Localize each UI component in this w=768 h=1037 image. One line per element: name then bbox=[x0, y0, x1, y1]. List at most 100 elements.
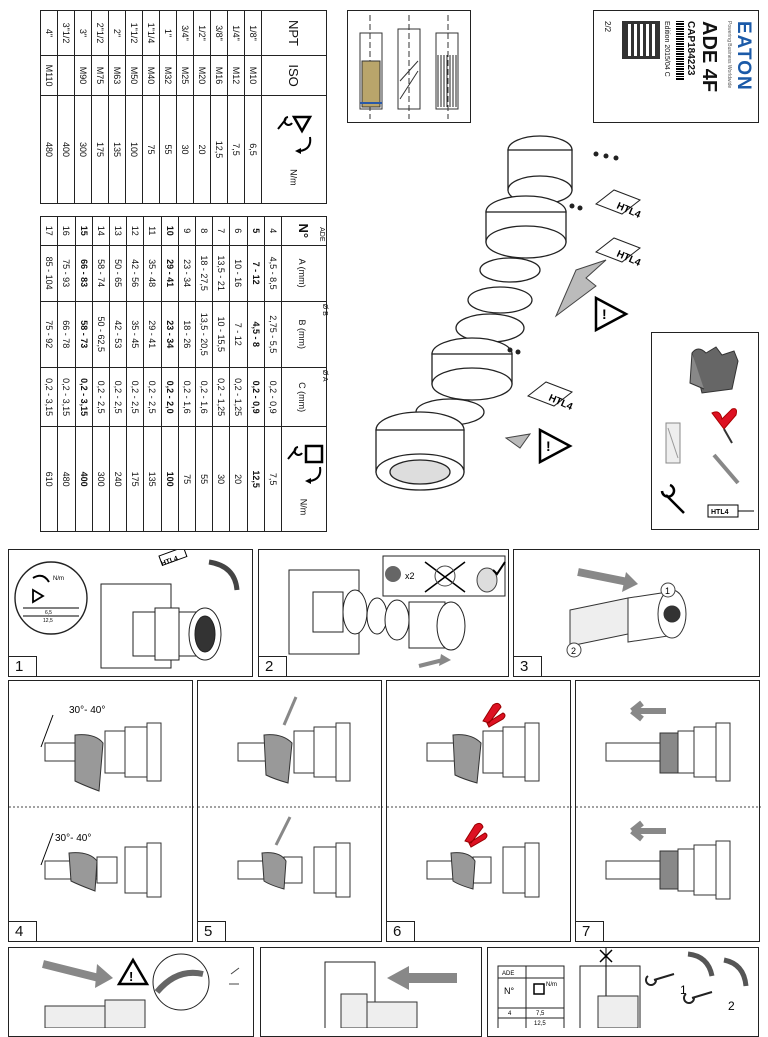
step-3-illustration: 1 2 bbox=[566, 568, 687, 658]
iso-size-cell: M75 bbox=[91, 55, 109, 96]
step-9-illustration bbox=[324, 961, 457, 1028]
ade-n-cell: 10 bbox=[161, 216, 179, 246]
square-torque-icon bbox=[287, 444, 324, 485]
step-5-panel: 5 bbox=[197, 680, 383, 942]
step-5-marker-icon bbox=[282, 696, 298, 726]
ade-a-header: A (mm) bbox=[281, 245, 327, 302]
brush-icon bbox=[665, 422, 681, 464]
ade-nm-cell: 300 bbox=[92, 426, 110, 532]
step-3-panel: 1 2 3 bbox=[513, 549, 760, 677]
ade-a-cell: 66 - 83 bbox=[75, 245, 93, 302]
iso-size-cell: M40 bbox=[142, 55, 160, 96]
ade-b-cell: 23 - 34 bbox=[161, 301, 179, 368]
step-10-callout-1: 1 bbox=[680, 983, 687, 997]
npt-size-cell: 3/8" bbox=[210, 10, 228, 56]
ade-nm-cell: 100 bbox=[161, 426, 179, 532]
step-6-illustration bbox=[387, 702, 572, 898]
ade-a-cell: 58 - 74 bbox=[92, 245, 110, 302]
ade-c-cell: 0,2 - 2,5 bbox=[143, 367, 162, 427]
step-8-spark-icon bbox=[229, 967, 240, 985]
ade-b-header: B (mm) Ø B bbox=[281, 301, 328, 368]
htl4-tool-tag-label: HTL4 bbox=[711, 509, 729, 516]
npt-header: NPT bbox=[261, 10, 327, 56]
iso-size-cell: M32 bbox=[159, 55, 177, 96]
ade-n-cell: 12 bbox=[126, 216, 144, 246]
ade-a-cell: 50 - 65 bbox=[109, 245, 127, 302]
ade-c-cell: 0,2 - 2,0 bbox=[161, 367, 179, 427]
iso-size-cell bbox=[57, 55, 75, 96]
step-10-wrench-icons bbox=[645, 951, 749, 1004]
step-7-number: 7 bbox=[576, 921, 604, 941]
step-4-number: 4 bbox=[9, 921, 37, 941]
check-icon bbox=[492, 561, 506, 576]
npt-size-cell: 1"1/2 bbox=[125, 10, 143, 56]
gland-exploded-illustration: HTL4 HTL4 HTL4 ! ! bbox=[375, 135, 642, 491]
npt-size-cell: 1/8" bbox=[244, 10, 262, 56]
step-3-callout-2: 2 bbox=[571, 646, 576, 656]
ade-b-cell: 35 - 45 bbox=[126, 301, 144, 368]
htl4-tag-2 bbox=[594, 237, 642, 263]
step-10-v7: 7,5 bbox=[536, 1011, 545, 1017]
step-3-number: 3 bbox=[514, 656, 542, 676]
torque-cell: 100 bbox=[125, 95, 143, 204]
ade-nm-cell: 610 bbox=[40, 426, 58, 532]
ade-nm-cell: 7,5 bbox=[264, 426, 282, 532]
ade-nm-cell: 75 bbox=[178, 426, 196, 532]
cable-types-illustration bbox=[359, 15, 459, 119]
step-2-x2: x2 bbox=[405, 571, 415, 581]
torque-header: N/m bbox=[261, 95, 327, 204]
ade-a-cell: 23 - 34 bbox=[178, 245, 196, 302]
step-8-warning-icon: ! bbox=[116, 957, 150, 986]
npt-nm-label: N/m bbox=[288, 169, 299, 186]
ade-a-cell: 75 - 93 bbox=[57, 245, 76, 302]
ade-n-cell: 7 bbox=[212, 216, 230, 246]
ade-c-cell: 0,2 - 1,25 bbox=[229, 367, 248, 427]
ade-n-cell: 13 bbox=[109, 216, 127, 246]
product-code: CAP184223 bbox=[685, 21, 696, 76]
qr-code bbox=[622, 21, 660, 59]
step-1-v1: 6,5 bbox=[45, 610, 52, 616]
ade-c-cell: 0,2 - 2,5 bbox=[126, 367, 144, 427]
ade-nm-cell: 480 bbox=[57, 426, 76, 532]
ade-c-header: C (mm) Ø A bbox=[281, 367, 328, 427]
tools-box: HTL4 bbox=[651, 332, 759, 530]
step-10-nm: N/m bbox=[546, 982, 557, 988]
brand-tagline: Powering Business Worldwide bbox=[726, 21, 732, 89]
ade-a-cell: 10 - 16 bbox=[229, 245, 248, 302]
hex-torque-icon bbox=[277, 116, 313, 155]
ade-n-cell: 15 bbox=[75, 216, 93, 246]
step-10-n: N° bbox=[504, 986, 514, 996]
step-1-v2: 12,5 bbox=[43, 618, 53, 624]
ade-n-cell: 6 bbox=[229, 216, 248, 246]
ade-a-cell: 42 - 56 bbox=[126, 245, 144, 302]
title-card: EATON Powering Business Worldwide ADE 4F… bbox=[593, 10, 759, 123]
ade-c-cell: 0,2 - 0,9 bbox=[264, 367, 282, 427]
torque-cell: 75 bbox=[142, 95, 160, 204]
ade-n-cell: 4 bbox=[264, 216, 282, 246]
torque-cell: 20 bbox=[193, 95, 211, 204]
npt-size-cell: 3"1/2 bbox=[57, 10, 75, 56]
step-1-number: 1 bbox=[9, 656, 37, 676]
step-2-number: 2 bbox=[259, 656, 287, 676]
step-8-illustration: ! bbox=[42, 953, 240, 1028]
step-4-panel: 30°- 40° 30°- 40° 4 bbox=[8, 680, 194, 942]
step-2-illustration: x2 bbox=[288, 555, 506, 668]
barcode bbox=[676, 21, 684, 81]
ade-nm-cell: 400 bbox=[75, 426, 93, 532]
step-4-angle-bottom: 30°- 40° bbox=[55, 833, 91, 844]
step-5-illustration bbox=[198, 696, 383, 898]
iso-size-cell: M50 bbox=[125, 55, 143, 96]
